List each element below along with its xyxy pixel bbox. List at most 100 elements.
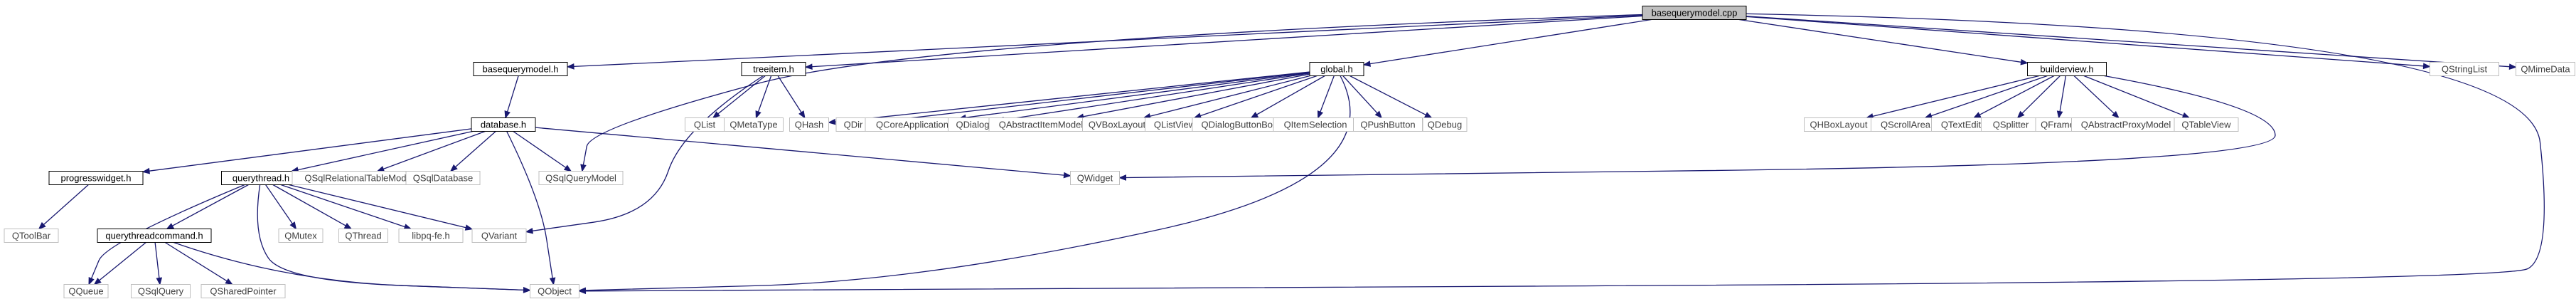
- edge-querythreadcommand_h-to-QSharedPointer: [164, 241, 233, 285]
- edge-line: [1150, 75, 1310, 117]
- edge-line: [2083, 75, 2184, 116]
- edges-layer: [38, 13, 2545, 295]
- edge-global_h-to-QHash: [828, 71, 1310, 125]
- node-box: [471, 117, 536, 132]
- arrowhead-icon: [755, 110, 761, 119]
- node-builderview-h[interactable]: builderview.h: [2027, 62, 2107, 76]
- node-querythread-h[interactable]: querythread.h: [221, 171, 301, 185]
- node-label: basequerymodel.h: [483, 64, 559, 75]
- edge-line: [585, 13, 2545, 292]
- node-global-h[interactable]: global.h: [1309, 62, 1364, 76]
- node-QMutex: QMutex: [278, 229, 324, 243]
- edge-line: [2073, 75, 2115, 114]
- edge-line: [272, 184, 346, 226]
- node-box: [2027, 62, 2107, 76]
- node-label: QObject: [538, 286, 572, 297]
- node-box: [405, 171, 481, 185]
- node-progresswidget-h[interactable]: progresswidget.h: [48, 171, 144, 185]
- arrowhead-icon: [88, 277, 95, 285]
- arrowhead-icon: [549, 277, 556, 285]
- node-box: [278, 229, 324, 243]
- node-QDir: QDir: [835, 117, 871, 132]
- node-QDialogButtonBox: QDialogButtonBox: [1192, 117, 1287, 132]
- edge-root-to-QSqlQueryModel: [580, 14, 1643, 172]
- node-label: QList: [694, 120, 716, 130]
- node-QObject: QObject: [530, 284, 579, 298]
- arrowhead-icon: [166, 223, 174, 230]
- node-box: [131, 284, 191, 298]
- node-label: treeitem.h: [753, 64, 794, 75]
- edge-global_h-to-QObject: [578, 75, 1351, 294]
- edge-treeitem_h-to-QVariant: [525, 75, 764, 234]
- edge-line: [513, 130, 567, 168]
- node-label: basequerymodel.cpp: [1652, 8, 1738, 19]
- edge-line: [455, 131, 496, 167]
- node-box: [789, 117, 829, 132]
- edge-database_h-to-querythread_h: [290, 130, 473, 173]
- node-label: QStringList: [2442, 64, 2488, 75]
- node-QMimeData: QMimeData: [2516, 62, 2575, 76]
- edge-global_h-to-QAbstractItemModel: [1076, 73, 1310, 120]
- arrowhead-icon: [449, 164, 458, 172]
- edge-root-to-QStringList: [1746, 16, 2431, 70]
- node-label: QHash: [795, 120, 823, 130]
- node-label: QDialogButtonBox: [1202, 120, 1278, 130]
- edge-line: [1738, 19, 2021, 63]
- node-label: querythreadcommand.h: [105, 231, 203, 241]
- edge-line: [383, 130, 486, 170]
- edge-querythreadcommand_h-to-QQueue: [93, 241, 146, 285]
- arrowhead-icon: [343, 223, 353, 230]
- node-label: QSqlDatabase: [413, 173, 474, 184]
- node-QVariant: QVariant: [471, 229, 527, 243]
- node-box: [741, 62, 806, 76]
- edge-querythreadcommand_h-to-QObject: [173, 241, 531, 293]
- edge-line: [1746, 16, 2424, 67]
- edge-line: [265, 184, 293, 224]
- edge-line: [43, 184, 89, 225]
- edge-database_h-to-QSqlDatabase: [449, 131, 496, 172]
- node-label: QTextEdit: [1941, 120, 1982, 130]
- node-label: QSqlQueryModel: [545, 173, 616, 184]
- edge-global_h-to-QPushButton: [1342, 75, 1383, 119]
- arrowhead-icon: [804, 63, 813, 70]
- node-root[interactable]: basequerymodel.cpp: [1642, 6, 1747, 20]
- edge-line: [535, 127, 1064, 176]
- node-database-h[interactable]: database.h: [471, 117, 536, 132]
- edge-line: [149, 128, 472, 172]
- edge-line: [2059, 75, 2067, 112]
- edge-database_h-to-QSqlRelationalTableModel: [376, 130, 486, 172]
- node-label: QMetaType: [729, 120, 777, 130]
- node-QHash: QHash: [789, 117, 829, 132]
- node-QList: QList: [685, 117, 725, 132]
- edge-global_h-to-QItemSelection: [1317, 75, 1335, 119]
- node-querythreadcommand-h[interactable]: querythreadcommand.h: [97, 229, 212, 243]
- node-QWidget: QWidget: [1070, 171, 1120, 185]
- edge-database_h-to-QSqlQueryModel: [513, 130, 572, 172]
- node-box: [63, 284, 109, 298]
- node-treeitem-h[interactable]: treeitem.h: [741, 62, 806, 76]
- edge-line: [1930, 75, 2048, 117]
- node-box: [2516, 62, 2575, 76]
- arrowhead-icon: [580, 164, 587, 172]
- edge-line: [1320, 75, 1335, 112]
- node-basequerymodel-h[interactable]: basequerymodel.h: [473, 62, 568, 76]
- node-label: QSqlRelationalTableModel: [304, 173, 413, 184]
- node-box: [2430, 62, 2499, 76]
- node-box: [4, 229, 59, 243]
- node-QMetaType: QMetaType: [724, 117, 784, 132]
- edge-line: [777, 75, 802, 113]
- edge-line: [154, 242, 160, 278]
- node-QSqlRelationalTableModel: QSqlRelationalTableModel: [292, 171, 427, 185]
- arrowhead-icon: [1193, 112, 1202, 119]
- edge-line: [582, 14, 1643, 165]
- edge-querythread_h-to-QMutex: [265, 184, 297, 230]
- node-box: [473, 62, 568, 76]
- edge-line: [164, 241, 228, 282]
- arrowhead-icon: [141, 167, 150, 174]
- node-box: [1070, 171, 1120, 185]
- edge-database_h-to-QObject: [506, 131, 556, 285]
- node-box: [398, 229, 464, 243]
- edge-line: [1200, 75, 1318, 117]
- edge-line: [1872, 75, 2040, 117]
